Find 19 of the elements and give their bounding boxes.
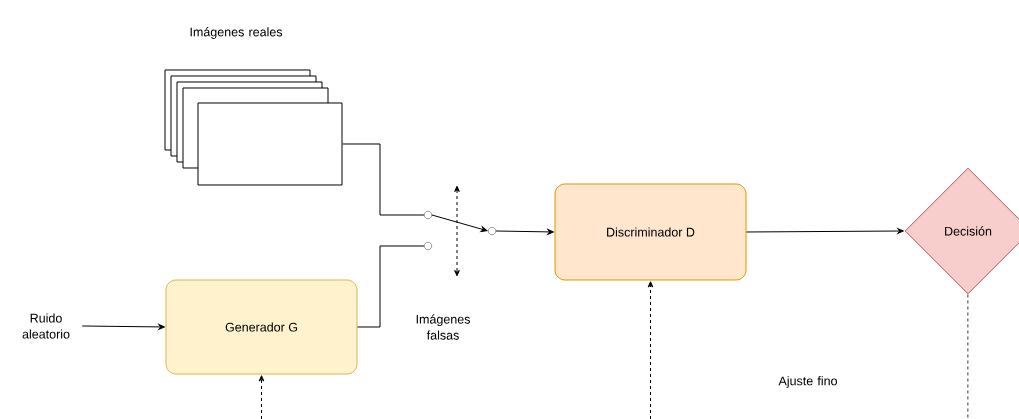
switch-lever [431,214,488,232]
connector-line [967,294,969,419]
arrow [746,228,904,234]
arrow [81,324,165,330]
arrow [258,375,265,419]
image-stack-drawing: Imágenes reales [164,27,343,186]
connector-line [357,245,425,328]
connector-line [342,143,425,216]
node-label: Imágenes reales [190,27,283,39]
annotation-text: Ajuste fino [778,376,837,388]
input-label: Ruido aleatorio [22,313,70,339]
arrow [647,281,654,419]
process-box: Discriminador D [554,183,747,281]
process-box: Generador G [165,279,358,375]
switch-contact [424,211,432,219]
switch-contact [488,227,496,235]
image-caption: Imágenes falsas [416,314,470,340]
arrow [495,229,554,235]
switch-contact [424,242,432,250]
